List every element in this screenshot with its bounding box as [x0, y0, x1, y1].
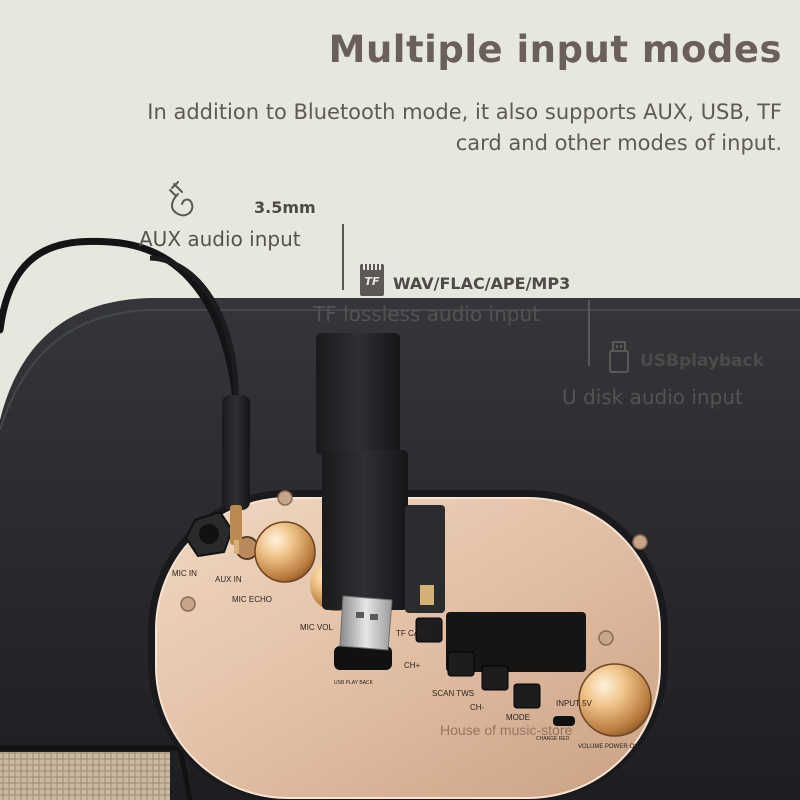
scan-tws-label: SCAN TWS — [432, 689, 474, 698]
tf-icon-text: TF — [364, 275, 380, 288]
brand-watermark: House of music-store — [440, 722, 573, 738]
tf-label: TF lossless audio input — [313, 302, 540, 326]
usb-play-back-label: USB PLAY BACK — [334, 680, 374, 686]
usb-spec: USBplayback — [640, 351, 765, 371]
divider-line — [588, 300, 590, 366]
usb-label: U disk audio input — [562, 385, 743, 409]
page-title: Multiple input modes — [328, 28, 782, 71]
charge-red-label: CHARGE RED — [536, 736, 570, 742]
ch-plus-label: CH+ — [404, 661, 421, 670]
aux-in-label: AUX IN — [215, 575, 242, 584]
tf-card-label: TF CARD — [396, 629, 431, 638]
input-5v-label: INPUT 5V — [556, 699, 593, 708]
mic-vol-label: MIC VOL — [300, 623, 333, 632]
mode-label: MODE — [506, 713, 530, 722]
page-subtitle: In addition to Bluetooth mode, it also s… — [147, 100, 782, 155]
aux-label: AUX audio input — [139, 227, 301, 251]
tf-card-icon: TF — [360, 264, 384, 296]
mic-echo-label: MIC ECHO — [232, 595, 272, 604]
tf-spec: WAV/FLAC/APE/MP3 — [393, 274, 571, 293]
volume-label: VOLUME POWER ON — [578, 744, 638, 750]
ch-minus-label: CH- — [470, 703, 485, 712]
aux-spec: 3.5mm — [254, 198, 316, 217]
mic-in-label: MIC IN — [172, 569, 197, 578]
usb-drive-icon — [609, 341, 629, 373]
audio-cable-icon — [169, 181, 194, 217]
divider-line — [342, 224, 344, 290]
